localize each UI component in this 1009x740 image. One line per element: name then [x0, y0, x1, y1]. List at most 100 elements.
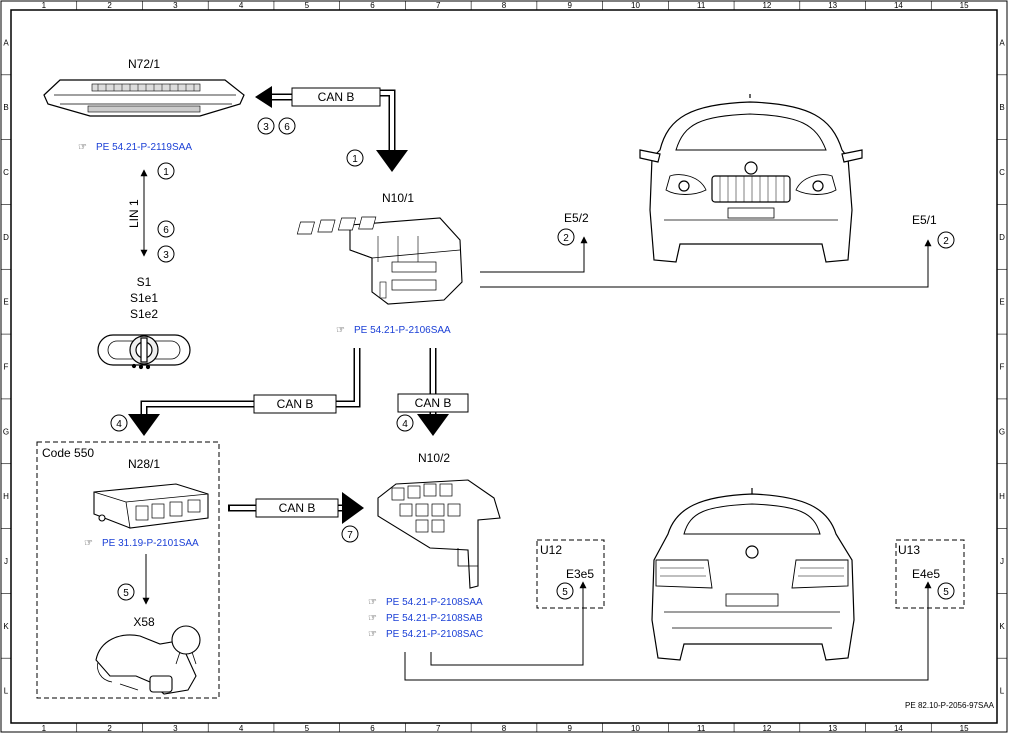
- grid-column-label: 11: [697, 1, 706, 10]
- grid-column-label: 12: [762, 1, 771, 10]
- grid-row-label: D: [999, 233, 1005, 242]
- grid-column-label: 4: [239, 724, 244, 733]
- grid-column-label: 3: [173, 1, 178, 10]
- reference-n10-2-sab[interactable]: ☞ PE 54.21-P-2108SAB: [368, 613, 483, 624]
- label-u13: U13: [898, 543, 920, 557]
- grid-row-label: A: [999, 38, 1005, 47]
- marker-5-x58: 5: [117, 583, 135, 601]
- svg-text:1: 1: [352, 154, 358, 165]
- grid-column-label: 13: [828, 724, 837, 733]
- line-to-e3e5: [430, 581, 587, 666]
- svg-text:PE 54.21-P-2119SAA: PE 54.21-P-2119SAA: [96, 142, 192, 153]
- code-550-dashed-box: [36, 441, 220, 699]
- grid-row-label: E: [3, 298, 8, 307]
- grid-column-label: 6: [370, 724, 375, 733]
- marker-7: 7: [341, 525, 359, 543]
- svg-text:2: 2: [943, 236, 949, 247]
- line-to-e5-1: [480, 239, 932, 288]
- grid-row-label: J: [4, 557, 8, 566]
- grid-row-label: J: [1000, 557, 1004, 566]
- pointing-hand-icon: ☞: [336, 325, 345, 336]
- svg-text:PE 54.21-P-2106SAA: PE 54.21-P-2106SAA: [354, 325, 451, 336]
- grid-row-label: L: [1000, 687, 1005, 696]
- svg-text:4: 4: [402, 419, 408, 430]
- grid-column-label: 14: [894, 724, 903, 733]
- bus-label-lin-1: LIN 1: [127, 199, 141, 228]
- marker-5-e4e5: 5: [937, 582, 955, 600]
- car-rear-view-icon: [651, 488, 855, 661]
- svg-text:6: 6: [284, 122, 290, 133]
- grid-column-label: 1: [42, 1, 47, 10]
- grid-column-label: 1: [42, 724, 47, 733]
- overhead-control-panel-icon: [43, 79, 245, 117]
- sam-module-n10-1-icon: [296, 216, 463, 305]
- bus-label-can-b: CAN B: [277, 397, 314, 411]
- reference-n10-2-sac[interactable]: ☞ PE 54.21-P-2108SAC: [368, 629, 483, 640]
- marker-3-n72: 3: [257, 117, 275, 135]
- grid-column-label: 14: [894, 1, 903, 10]
- grid-row-label: H: [999, 492, 1005, 501]
- label-n28-1: N28/1: [128, 457, 160, 471]
- marker-4-n28: 4: [110, 414, 128, 432]
- reference-n10-2-saa[interactable]: ☞ PE 54.21-P-2108SAA: [368, 597, 483, 608]
- grid-row-label: F: [1000, 363, 1005, 372]
- pointing-hand-icon: ☞: [78, 142, 87, 153]
- pointing-hand-icon: ☞: [368, 613, 377, 624]
- inner-frame: [10, 9, 998, 724]
- label-n10-2: N10/2: [418, 451, 450, 465]
- grid-column-label: 10: [631, 1, 640, 10]
- svg-text:PE 54.21-P-2108SAA: PE 54.21-P-2108SAA: [386, 597, 483, 608]
- svg-text:4: 4: [116, 419, 122, 430]
- grid-column-label: 9: [568, 724, 573, 733]
- bus-label-can-b: CAN B: [318, 90, 355, 104]
- svg-text:2: 2: [563, 233, 569, 244]
- reference-n72-1[interactable]: ☞ PE 54.21-P-2119SAA: [78, 142, 192, 153]
- trailer-module-n28-1-icon: [93, 483, 209, 529]
- grid-column-label: 15: [960, 1, 969, 10]
- svg-text:6: 6: [163, 225, 169, 236]
- car-front-view-icon: [639, 94, 863, 263]
- footer-document-code: PE 82.10-P-2056-97SAA: [905, 701, 995, 710]
- grid-row-label: G: [3, 427, 9, 436]
- reference-n28-1[interactable]: ☞ PE 31.19-P-2101SAA: [84, 538, 199, 549]
- grid-column-label: 5: [305, 1, 310, 10]
- grid-column-label: 6: [370, 1, 375, 10]
- svg-text:5: 5: [943, 587, 949, 598]
- label-code-550: Code 550: [42, 446, 94, 460]
- grid-row-label: K: [999, 622, 1005, 631]
- marker-5-e3e5: 5: [556, 582, 574, 600]
- grid-column-label: 2: [107, 724, 112, 733]
- grid-column-label: 13: [828, 1, 837, 10]
- label-s1e1: S1e1: [130, 291, 158, 305]
- marker-1-lin: 1: [157, 162, 175, 180]
- grid-column-label: 5: [305, 724, 310, 733]
- grid-row-label: C: [3, 168, 9, 177]
- bus-label-can-b: CAN B: [415, 396, 452, 410]
- u12-dashed-box: [536, 539, 605, 609]
- tow-hitch-icon: [95, 625, 201, 695]
- svg-text:7: 7: [347, 530, 353, 541]
- lin-1-connection: LIN 1: [127, 169, 148, 257]
- reference-n10-1[interactable]: ☞ PE 54.21-P-2106SAA: [336, 325, 451, 336]
- grid-column-label: 12: [762, 724, 771, 733]
- svg-text:PE 54.21-P-2108SAB: PE 54.21-P-2108SAB: [386, 613, 483, 624]
- label-s1: S1: [137, 275, 152, 289]
- line-to-e4e5: [404, 581, 932, 681]
- grid-column-label: 8: [502, 1, 507, 10]
- marker-4-n10-2: 4: [396, 414, 414, 432]
- grid-row-label: A: [3, 38, 9, 47]
- bus-label-can-b: CAN B: [279, 501, 316, 515]
- grid-row-label: F: [4, 363, 9, 372]
- label-n72-1: N72/1: [128, 57, 160, 71]
- svg-text:3: 3: [263, 122, 269, 133]
- can-b-connection-n72-n10: CAN B: [255, 86, 408, 172]
- grid-column-label: 8: [502, 724, 507, 733]
- grid-column-label: 10: [631, 724, 640, 733]
- label-s1e2: S1e2: [130, 307, 158, 321]
- label-e5-1: E5/1: [912, 213, 937, 227]
